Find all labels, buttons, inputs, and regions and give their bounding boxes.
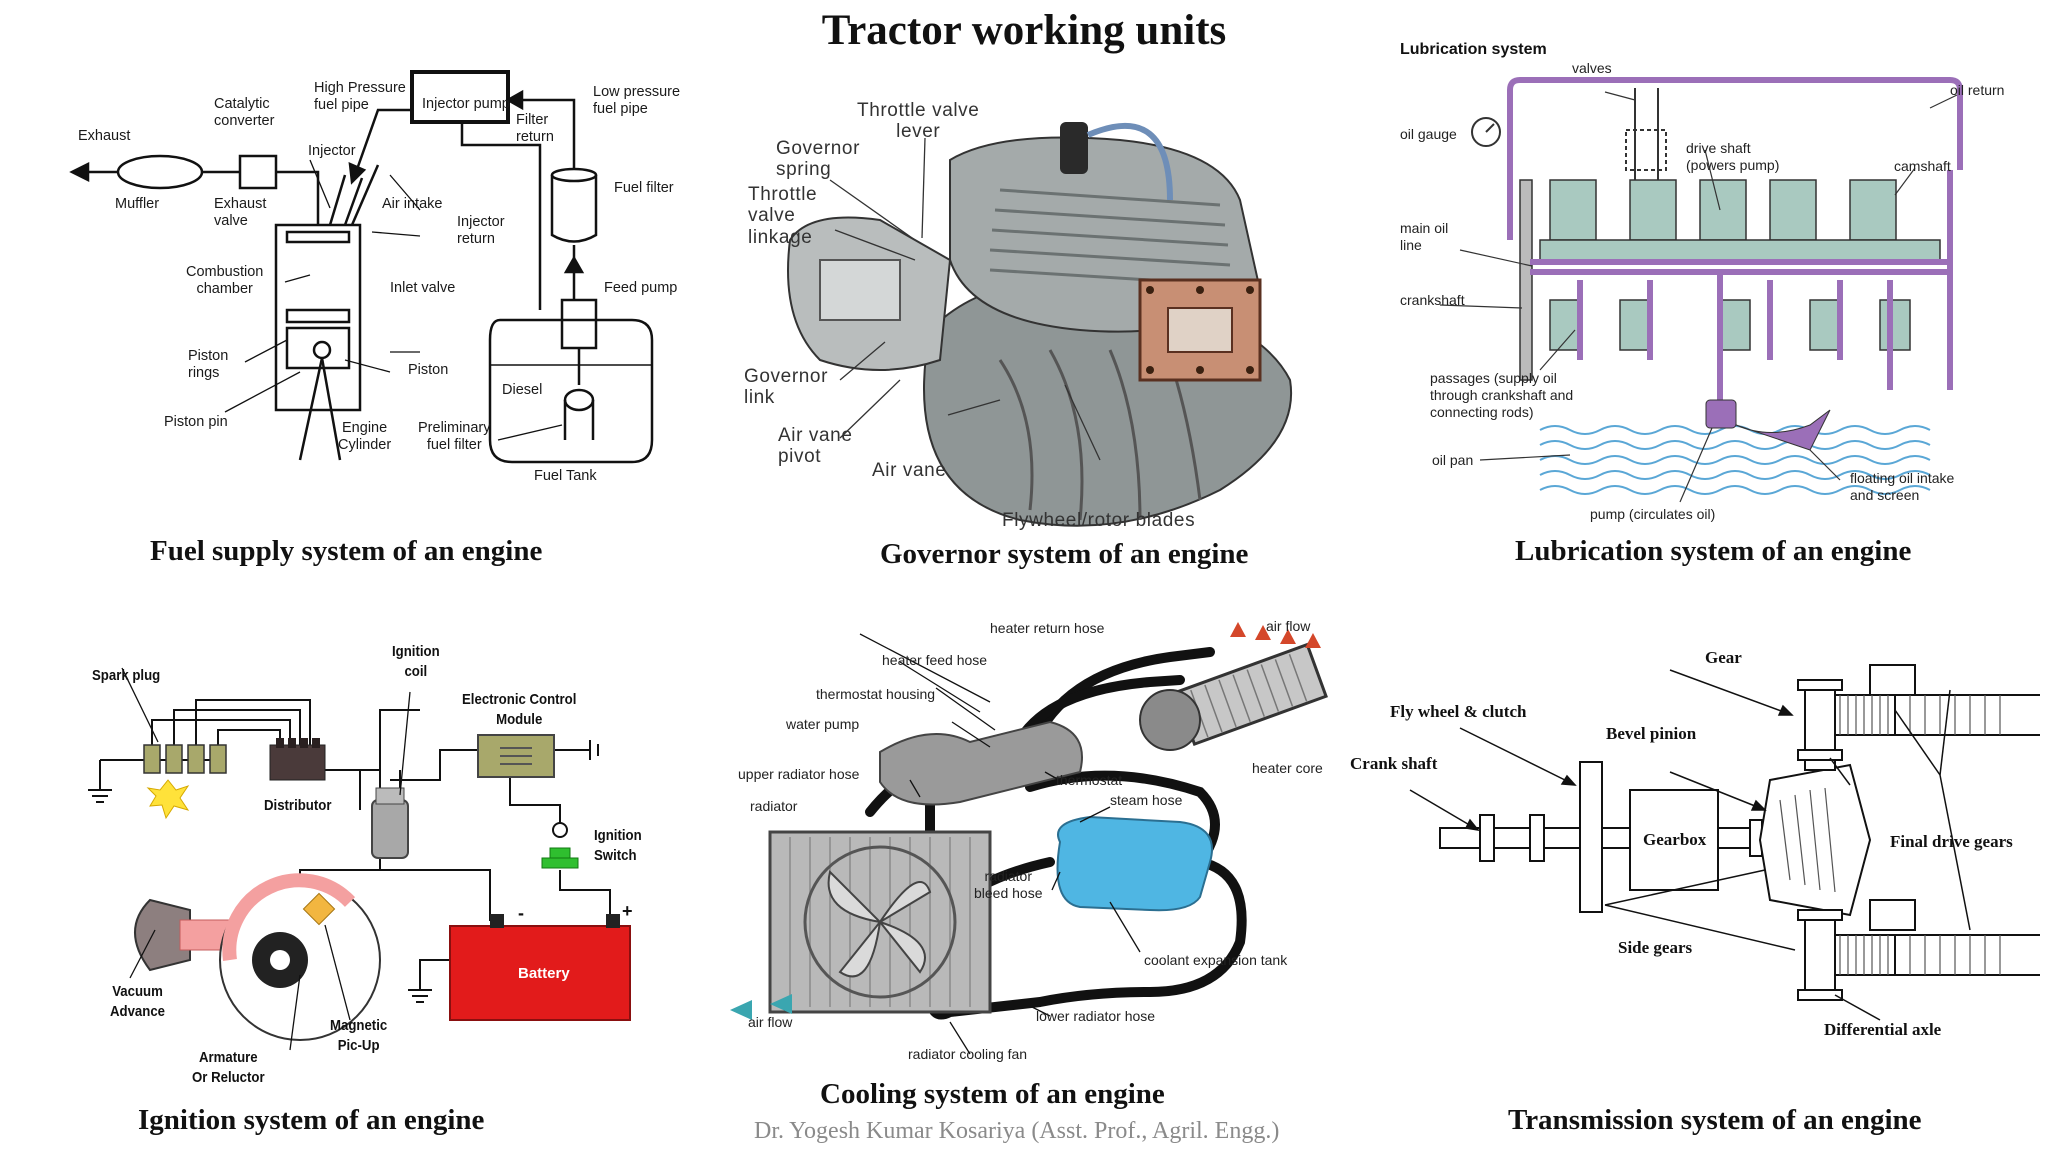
label-expansion-tank: coolant expansion tank <box>1144 952 1288 968</box>
label-fuel-filter: Fuel filter <box>614 180 674 196</box>
governor-drawing <box>787 122 1293 527</box>
label-air-vane-pivot: Air vane pivot <box>778 425 853 468</box>
label-engine-cylinder: Engine Cylinder <box>338 420 392 453</box>
label-flywheel: Flywheel/rotor blades <box>1002 510 1196 531</box>
label-oil-gauge: oil gauge <box>1400 126 1457 142</box>
transmission-diagram: Gear Fly wheel & clutch Bevel pinion Cra… <box>1350 648 2040 1070</box>
label-battery: Battery <box>518 965 570 982</box>
label-injector-return: Injector return <box>457 214 505 247</box>
label-air-flow-top: air flow <box>1266 618 1311 634</box>
label-flywheel-clutch: Fly wheel & clutch <box>1390 702 1527 721</box>
label-side-gears: Side gears <box>1618 938 1693 957</box>
label-camshaft: camshaft <box>1894 158 1951 174</box>
label-plus: + <box>622 901 633 921</box>
label-cooling-fan: radiator cooling fan <box>908 1046 1028 1062</box>
caption-lubrication: Lubrication system of an engine <box>1515 535 1912 567</box>
label-minus: - <box>518 903 524 923</box>
label-spark-plug: Spark plug <box>92 667 161 684</box>
label-air-intake: Air intake <box>382 196 443 212</box>
governor-diagram: Throttle valve lever Governor spring Thr… <box>700 60 1360 540</box>
label-final-drive: Final drive gears <box>1890 832 2013 851</box>
label-lube-title: Lubrication system <box>1400 41 1547 58</box>
label-vacuum: Vacuum Advance <box>110 983 166 1020</box>
label-thermostat-housing: thermostat housing <box>816 686 936 702</box>
label-diesel: Diesel <box>502 382 543 398</box>
ignition-drawing <box>88 667 631 1051</box>
label-gearbox: Gearbox <box>1643 830 1707 849</box>
label-valves: valves <box>1572 60 1612 76</box>
label-combustion: Combustion chamber <box>186 264 264 297</box>
label-main-oil: main oil line <box>1400 220 1449 253</box>
label-exhaust: Exhaust <box>78 128 131 144</box>
label-lower-radiator: lower radiator hose <box>1036 1008 1156 1024</box>
label-ecm: Electronic Control Module <box>462 691 577 728</box>
label-diff-axle: Differential axle <box>1824 1020 1942 1039</box>
label-upper-radiator: upper radiator hose <box>738 766 860 782</box>
ignition-diagram: Spark plug Ignition coil Electronic Cont… <box>80 630 680 1090</box>
cooling-diagram: heater return hose air flow heater feed … <box>730 612 1360 1067</box>
label-ignition-switch: Ignition Switch <box>594 827 642 864</box>
label-oil-return: oil return <box>1950 82 2005 98</box>
label-oil-pan: oil pan <box>1432 452 1474 468</box>
label-preliminary: Preliminary fuel filter <box>418 420 491 453</box>
label-gov-link: Governor link <box>744 366 829 409</box>
label-heater-core: heater core <box>1252 760 1323 776</box>
caption-fuel: Fuel supply system of an engine <box>150 535 543 567</box>
transmission-drawing <box>1409 664 2040 1021</box>
label-fuel-tank: Fuel Tank <box>534 468 597 484</box>
label-piston: Piston <box>408 362 449 378</box>
label-gov-spring: Governor spring <box>776 138 861 181</box>
author-credit: Dr. Yogesh Kumar Kosariya (Asst. Prof., … <box>754 1118 1280 1144</box>
label-low-pressure: Low pressure fuel pipe <box>593 84 681 117</box>
label-feed-pump: Feed pump <box>604 280 678 296</box>
caption-transmission: Transmission system of an engine <box>1508 1104 1922 1136</box>
label-air-vane: Air vane <box>872 460 947 481</box>
label-throttle-lever: Throttle valve lever <box>857 100 980 143</box>
label-pump: pump (circulates oil) <box>1590 506 1716 522</box>
lubrication-drawing <box>1439 77 1963 503</box>
label-high-pressure: High Pressure fuel pipe <box>314 80 406 113</box>
label-bevel-pinion: Bevel pinion <box>1606 724 1697 743</box>
lubrication-diagram: Lubrication system valves oil return oil… <box>1390 30 2030 530</box>
label-bleed-hose: radiator bleed hose <box>974 868 1043 901</box>
caption-cooling: Cooling system of an engine <box>820 1078 1165 1110</box>
label-catalytic: Catalytic converter <box>214 96 275 129</box>
label-piston-pin: Piston pin <box>164 414 228 430</box>
label-crank-shaft: Crank shaft <box>1350 754 1438 773</box>
label-injector-pump: Injector pump <box>422 96 510 112</box>
label-crankshaft: crankshaft <box>1400 292 1465 308</box>
label-passages: passages (supply oil through crankshaft … <box>1430 370 1574 420</box>
caption-ignition: Ignition system of an engine <box>138 1104 485 1136</box>
label-heater-return: heater return hose <box>990 620 1105 636</box>
label-armature: Armature Or Reluctor <box>192 1049 265 1086</box>
cooling-drawing <box>730 622 1328 1055</box>
label-heater-feed: heater feed hose <box>882 652 988 668</box>
label-ignition-coil: Ignition coil <box>392 643 440 680</box>
label-piston-rings: Piston rings <box>188 348 229 381</box>
label-floating: floating oil intake and screen <box>1850 470 1955 503</box>
caption-governor: Governor system of an engine <box>880 538 1249 570</box>
fuel-supply-diagram: Exhaust Muffler Catalytic converter Exha… <box>0 0 680 570</box>
label-exhaust-valve: Exhaust valve <box>214 196 267 229</box>
page-title: Tractor working units <box>821 7 1227 54</box>
label-steam-hose: steam hose <box>1110 792 1183 808</box>
label-magnetic: Magnetic Pic-Up <box>330 1017 388 1054</box>
label-thermostat: thermostat <box>1056 772 1123 788</box>
label-throttle-linkage: Throttle valve linkage <box>748 184 818 248</box>
label-distributor: Distributor <box>264 797 332 814</box>
label-filter-return: Filter return <box>516 112 554 145</box>
label-muffler: Muffler <box>115 196 160 212</box>
label-gear: Gear <box>1705 648 1742 667</box>
fuel-supply-drawing <box>69 70 654 464</box>
label-drive-shaft: drive shaft (powers pump) <box>1686 140 1780 173</box>
label-inlet-valve: Inlet valve <box>390 280 456 296</box>
label-injector: Injector <box>308 143 356 159</box>
label-water-pump: water pump <box>786 716 860 732</box>
label-radiator: radiator <box>750 798 798 814</box>
label-air-flow-bottom: air flow <box>748 1014 793 1030</box>
